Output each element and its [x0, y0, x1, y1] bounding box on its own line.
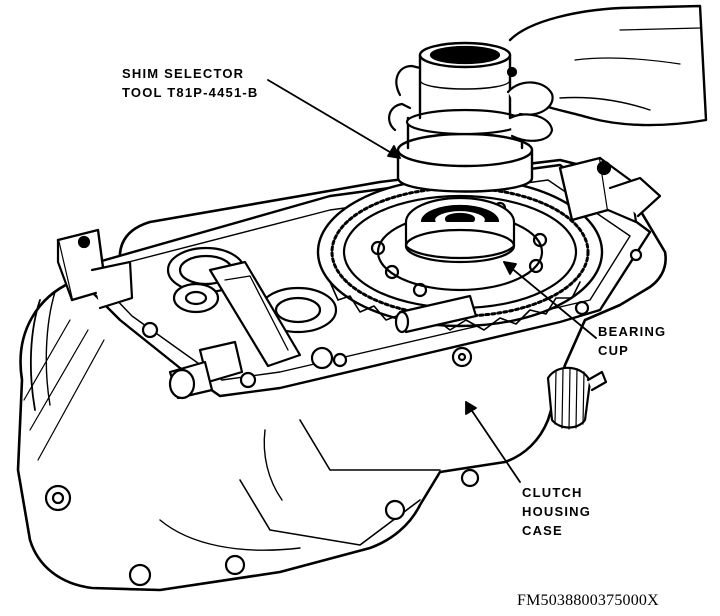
shift-lever: [172, 260, 334, 370]
callout-bearing-cup: BEARING CUP: [598, 322, 666, 360]
leader-bearing-cup: [503, 261, 597, 339]
figure-code: FM5038800375000X: [517, 592, 659, 609]
leader-bearing-arrowhead: [503, 261, 517, 275]
leader-lines: [267, 79, 597, 483]
vent-fitting: [168, 340, 244, 400]
callout-clutch-housing-case: CLUTCH HOUSING CASE: [522, 483, 591, 540]
leader-shim-selector: [267, 79, 401, 159]
callout-text: TOOL T81P-4451-B: [122, 85, 259, 100]
leader-shim-arrowhead: [387, 145, 401, 159]
shim-selector-tool: [396, 41, 534, 193]
callout-shim-selector-tool: SHIM SELECTOR TOOL T81P-4451-B: [122, 64, 259, 102]
callout-text: HOUSING: [522, 504, 592, 519]
leader-clutch-arrowhead: [465, 401, 477, 415]
output-shaft: [394, 294, 478, 334]
bearing-cup: [404, 196, 516, 264]
leader-clutch-housing: [465, 401, 521, 483]
callout-text: CUP: [598, 343, 630, 358]
technician-hand: [388, 4, 708, 142]
callout-text: SHIM SELECTOR: [122, 66, 245, 81]
callout-text: CASE: [522, 523, 563, 538]
callout-text: CLUTCH: [522, 485, 583, 500]
callout-text: BEARING: [598, 324, 667, 339]
fixture-bracket-left: [56, 228, 134, 310]
fixture-bracket-right: [558, 156, 662, 224]
